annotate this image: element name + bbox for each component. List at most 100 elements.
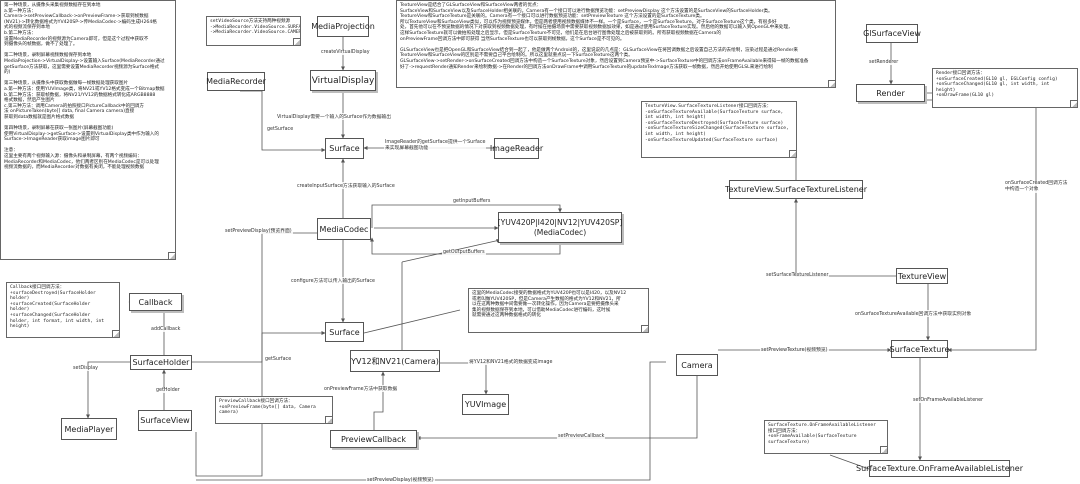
media-recorder-node: MediaRecorder xyxy=(206,72,266,91)
surface-mid-node: Surface xyxy=(325,322,364,342)
edge-label-set-on-frame-available-listener: setOnFrameAvailableListener xyxy=(912,398,985,403)
note-line: 第四种场景，录制屏幕在获取一张图片(屏幕截图功能) xyxy=(4,126,114,132)
edge-label-get-input-buffers: getInputBuffers xyxy=(452,199,492,204)
edge-label-create-input-surface: createInputSurface方法获取输入的Surface xyxy=(296,182,396,189)
note-line: -onSurfaceTextureSizeChanged(SurfaceText… xyxy=(645,126,789,132)
edge-label-get-output-buffers: getOutputBuffers xyxy=(442,250,486,255)
note-line: 这里的MediaCodec接受的数据格式为YUV420P也可以是I420，以及N… xyxy=(472,291,627,296)
note-line: 注意： xyxy=(4,148,18,154)
edge-camera-previewcallback xyxy=(416,376,698,440)
note-line: height) xyxy=(936,87,956,93)
camera-node: Camera xyxy=(676,354,718,376)
note-line: ->MediaRecorder.VideoSource.SURFACE xyxy=(210,24,301,30)
edge-recorder-surface xyxy=(240,90,326,152)
note-line: +surfaceCreated(SurfaceHolder xyxy=(10,301,91,307)
edge-textureview-listener xyxy=(794,198,896,277)
edge-getinputbuffers xyxy=(371,204,562,228)
note-line: 视频流数据的，而MediaRecorder对数据有关闭，不能处理视频数据 xyxy=(4,165,145,171)
note-line: holder) xyxy=(10,307,30,313)
callback-node: Callback xyxy=(129,293,182,311)
note-line: holder, int format, int width, int xyxy=(10,318,105,324)
surface-texture-node: SurfaceTexture xyxy=(890,340,949,358)
note-line: 使用VirtualDisplay->getSurface->设置到Virtual… xyxy=(4,131,159,137)
note-line: 好了->requestRender通知Render来绘制数据->在Render的… xyxy=(400,64,773,70)
yuv-image-node: YUVImage xyxy=(462,394,509,415)
virtual-display-node: VirtualDisplay xyxy=(310,70,376,91)
edge-label-get-holder: getHolder xyxy=(155,388,181,393)
note-line: int width, int height) xyxy=(645,131,706,137)
surface-view-node: SurfaceView xyxy=(138,410,192,431)
note-line: 法 onPictureTaken(byte[] data, final Came… xyxy=(4,109,135,115)
surface-texture-listener-node: SurfaceTexture.OnFrameAvailableListener xyxy=(856,460,1023,477)
note-line: TextureView.SurfaceTextureListener接口回调方法… xyxy=(645,104,772,109)
note-line: SurfaceView和SurfaceView以及SurfaceHolder相关… xyxy=(400,8,773,14)
note-line: 第二种场景，录制屏幕视频数据保存到本地 xyxy=(4,53,92,59)
note-line: 所以TextureView和SurfaceView类似，可以作为视频预览媒体，但… xyxy=(400,19,777,25)
codec-format-note: 这里的MediaCodec接受的数据格式为YUV420P也可以是I420，以及N… xyxy=(468,288,649,333)
edge-yv12-yuvimage xyxy=(440,362,488,395)
note-line: TextureView和SurfaceView的区别是不需要自己平台绘制的。所以… xyxy=(400,53,633,59)
note-line: 接口回调方法： xyxy=(768,428,801,434)
yv12-camera-node: YV12和NV21(Camera) xyxy=(350,350,440,372)
edge-label-on-surface-texture-available: onSurfaceTextureAvailable回调方法中获取实例对象 xyxy=(854,310,973,317)
set-video-source-note: setVideoSource方法支持两种视频源->MediaRecorder.V… xyxy=(206,16,301,46)
note-line: getSurface方法获取，这里需要设置MediaRecorder视频源为Su… xyxy=(4,64,160,70)
media-projection-node: MediaProjection xyxy=(311,16,375,37)
note-line: TextureView和SurfaceTexture是关联的。Camera有一个… xyxy=(400,14,705,20)
note-line: -onSurfaceTextureUpdated(SurfaceTexture … xyxy=(645,137,778,143)
note-line: -onSurfaceTextureDestroyed(SurfaceTextur… xyxy=(645,120,784,126)
note-line: Callback接口回调方法： xyxy=(10,285,65,290)
note-line: TextureView是结合了GLSurfaceView和SurfaceView… xyxy=(400,3,542,8)
note-line: height) xyxy=(10,324,30,330)
render-node: Render xyxy=(856,84,925,102)
note-line: b.第二种方法：获取帧数据，将NV21/YV12的数据格式转化成ARGB8888 xyxy=(4,92,156,98)
note-line: b.第二种方法： xyxy=(4,30,36,36)
media-codec-node: MediaCodec xyxy=(317,218,371,240)
note-line: GLSurfaceView也是把OpenGL和SurfaceView结合到一起了… xyxy=(400,47,799,53)
edge-label-yv12-to-image: 将YV12和NV21格式的数据变成image xyxy=(468,358,554,365)
note-line: +onSurfaceChanged(GL10 gl, int width, in… xyxy=(936,82,1050,88)
gl-surface-view-node: GlSurfaceView xyxy=(863,24,921,43)
note-line: camera) xyxy=(219,410,239,416)
texture-listener-interface-note: TextureView.SurfaceTextureListener接口回调方法… xyxy=(641,101,797,158)
edge-label-set-preview-texture: setPreviewTexture(视频预览) xyxy=(760,346,829,353)
surface-holder-node: SurfaceHolder xyxy=(130,355,192,370)
note-line: +onFrameAvailable(SurfaceTexture xyxy=(768,434,857,440)
note-line: (NV21)->转化数据格式为YV420SP->传MediaCodec->编码生… xyxy=(4,19,157,25)
image-reader-node: ImageReader xyxy=(490,138,543,159)
edge-label-create-virtual-display: createVirtualDisplay xyxy=(320,50,371,55)
callback-interface-note: Callback接口回调方法：+surfaceDestroyed(Surface… xyxy=(6,282,120,338)
codec-formats-node: [YUV420P|I420|NV12|YUV420SP] (MediaCodec… xyxy=(498,212,622,243)
note-line: Camera->setPreviewCallback->onPreviewFra… xyxy=(4,14,149,20)
note-line: int width, int height) xyxy=(645,115,706,121)
note-line: 以在这两种数据中间需要做一次转化操作，因为Camera是要把摄像头采 xyxy=(472,302,619,308)
edge-holder-mediaplayer xyxy=(86,361,130,419)
note-line: SurfaceTexture.OnFrameAvailableListener xyxy=(768,423,876,428)
note-line: MediaProjection->VirtualDisplay->设置输入Sur… xyxy=(4,58,165,64)
note-line: 集的视频数据保存到本地，可以借助MediaCodec进行编码，这时候 xyxy=(472,307,611,313)
edge-label-get-surface-recorder: getSurface xyxy=(266,127,295,132)
note-line: 或者叫做YUV420SP，但是Camera产生数据的格式为YV12和NV21，所 xyxy=(472,296,621,302)
note-line: MediaRecorder和MediaCodec，他们两者区别在MediaCod… xyxy=(4,159,159,165)
texture-view-notes: TextureView是结合了GLSurfaceView和SurfaceView… xyxy=(396,0,836,88)
note-line: holder) xyxy=(10,296,30,302)
note-line: 设置MediaRecorder的视频源为Camera即可，但是这个过程中获取不 xyxy=(4,36,149,42)
note-line: 第三种场景，从摄像头中获取数据做每一帧数据处理获取图片 xyxy=(4,81,129,87)
note-line: 这里主要有两个视频输入源：摄像头和录制屏幕，有两个视频编码： xyxy=(4,154,142,160)
note-line: 到摄像头的帧数据，做不了处理了。 xyxy=(4,42,78,48)
note-line: onPreviewFrame回调方法中即可获得 当然SurfaceTexture… xyxy=(400,36,625,42)
edge-label-image-reader-surface: ImageReader的getSurface提供一个Surface 来实现屏幕截… xyxy=(384,140,487,152)
edge-setpreviewdisplay-1 xyxy=(195,232,325,477)
note-line: a.第一种方法：使用YUVImage类，将NV21或YV12格式变成一个Bitm… xyxy=(4,86,165,92)
note-line: 处，首先他可以在不预览数据的情况下对获取到视频数据处理，有时候在拍摄场景中需要获… xyxy=(400,25,793,31)
edge-label-set-renderer: setRenderer xyxy=(868,60,900,65)
edge-label-set-preview-display-1: setPreviewDisplay(预览界面) xyxy=(224,227,293,234)
texture-view-listener-node: TextureView.SurfaceTextureListener xyxy=(725,180,867,199)
edge-label-virtual-display-surface: VirtualDisplay需要一个输入的Surface作为数据输出 xyxy=(276,113,392,120)
edge-label-set-surface-texture-listener: setSurfaceTextureListener xyxy=(765,273,830,278)
edge-label-set-display: setDisplay xyxy=(72,366,100,371)
note-line: 式的视频流保存到本地 xyxy=(4,25,50,31)
preview-callback-interface-note: PreviewCallback接口回调方法：+onPreviewFrame(by… xyxy=(215,396,333,424)
edge-label-add-callback: addCallback xyxy=(150,327,182,332)
